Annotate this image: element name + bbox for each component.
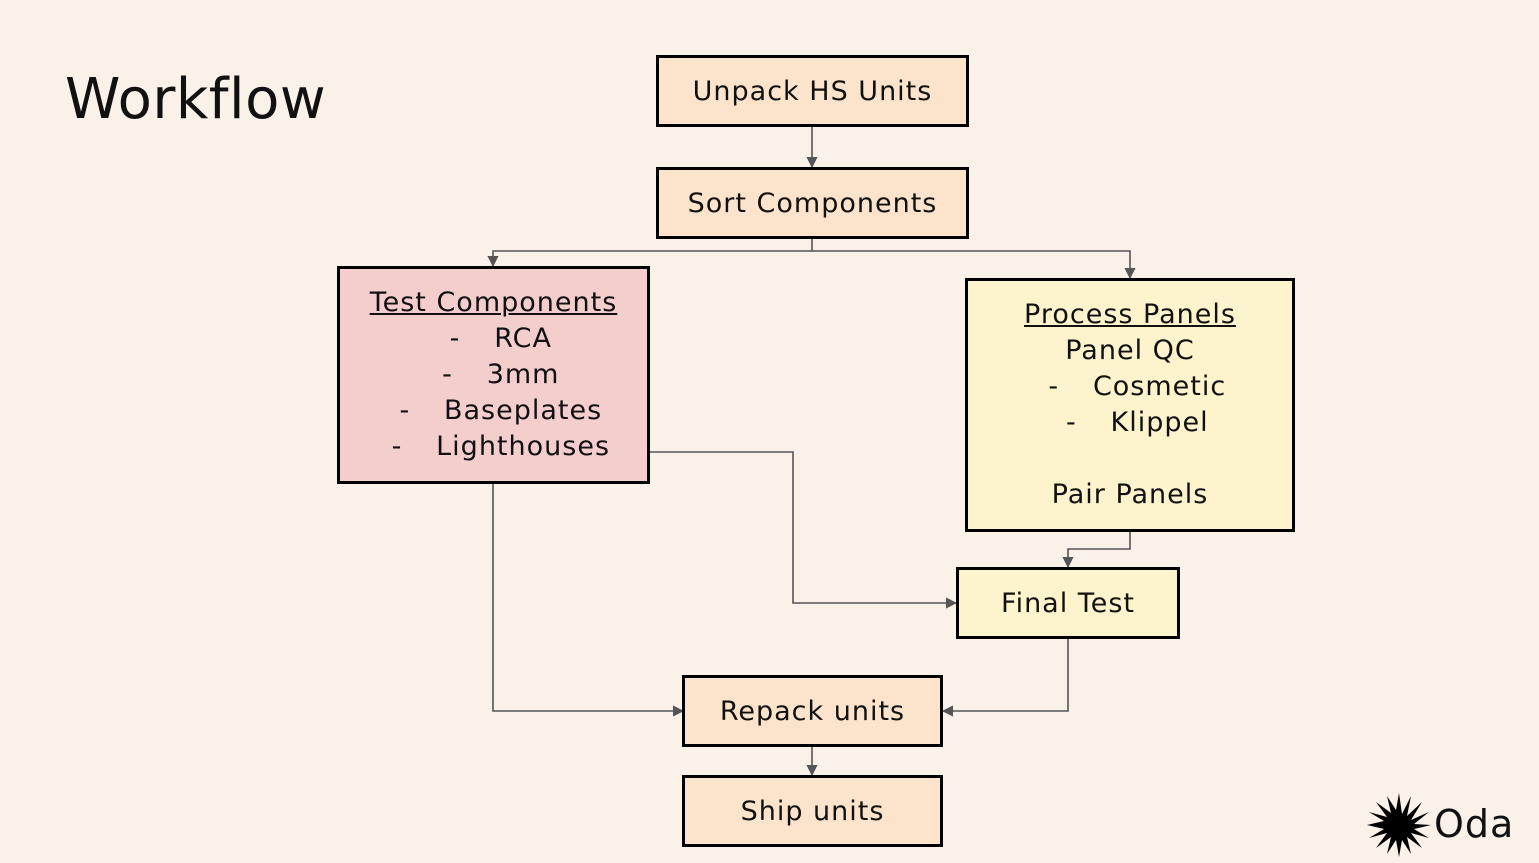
list-item: - 3mm (428, 357, 560, 393)
bullet: - (442, 359, 453, 390)
list-item-label: Baseplates (443, 395, 603, 426)
node-repack-units: Repack units (682, 675, 943, 747)
node-label: Ship units (740, 795, 885, 827)
node-label: Unpack HS Units (692, 75, 933, 107)
arrow-test-to-repack (492, 483, 685, 717)
list-item: - Cosmetic (1034, 369, 1226, 405)
arrow-sort-to-process (812, 250, 1136, 280)
arrow-sort-to-test (487, 238, 813, 268)
starburst-icon (1367, 793, 1431, 857)
node-label: Sort Components (687, 187, 938, 219)
spacer (1125, 441, 1135, 477)
slide-title: Workflow (65, 67, 327, 132)
list-item-label: RCA (494, 323, 552, 354)
node-process-panels: Process Panels Panel QC - Cosmetic - Kli… (965, 278, 1295, 532)
list-item-label: Lighthouses (436, 431, 611, 462)
list-item: - Lighthouses (377, 429, 610, 465)
list-item: - Baseplates (385, 393, 602, 429)
list-item-label: Klippel (1110, 407, 1209, 438)
arrow-test-to-final (628, 451, 958, 609)
bullet: - (391, 431, 403, 462)
node-ship-units: Ship units (682, 775, 943, 847)
node-test-components: Test Components - RCA - 3mm - Baseplates… (337, 266, 650, 484)
node-unpack-hs-units: Unpack HS Units (656, 55, 969, 127)
list-item-label: Cosmetic (1092, 371, 1227, 402)
node-sort-components: Sort Components (656, 167, 969, 239)
node-label: Repack units (719, 695, 906, 727)
node-heading: Process Panels (1024, 299, 1236, 330)
list-item-label: 3mm (486, 359, 560, 390)
bullet: - (1048, 371, 1060, 402)
arrow-final-to-repack (941, 637, 1069, 717)
node-heading: Test Components (369, 287, 618, 318)
bullet: - (449, 323, 461, 354)
bullet: - (399, 395, 411, 426)
logo-text: Oda (1434, 802, 1515, 846)
node-label: Final Test (1001, 587, 1135, 619)
node-subheading: Panel QC (1065, 335, 1195, 366)
node-final-test: Final Test (956, 567, 1180, 639)
bullet: - (1065, 407, 1077, 438)
brand-logo: Oda (1366, 792, 1526, 858)
node-footer: Pair Panels (1051, 479, 1209, 510)
arrow-process-to-final (1062, 531, 1131, 569)
list-item: - RCA (435, 321, 552, 357)
list-item: - Klippel (1051, 405, 1208, 441)
